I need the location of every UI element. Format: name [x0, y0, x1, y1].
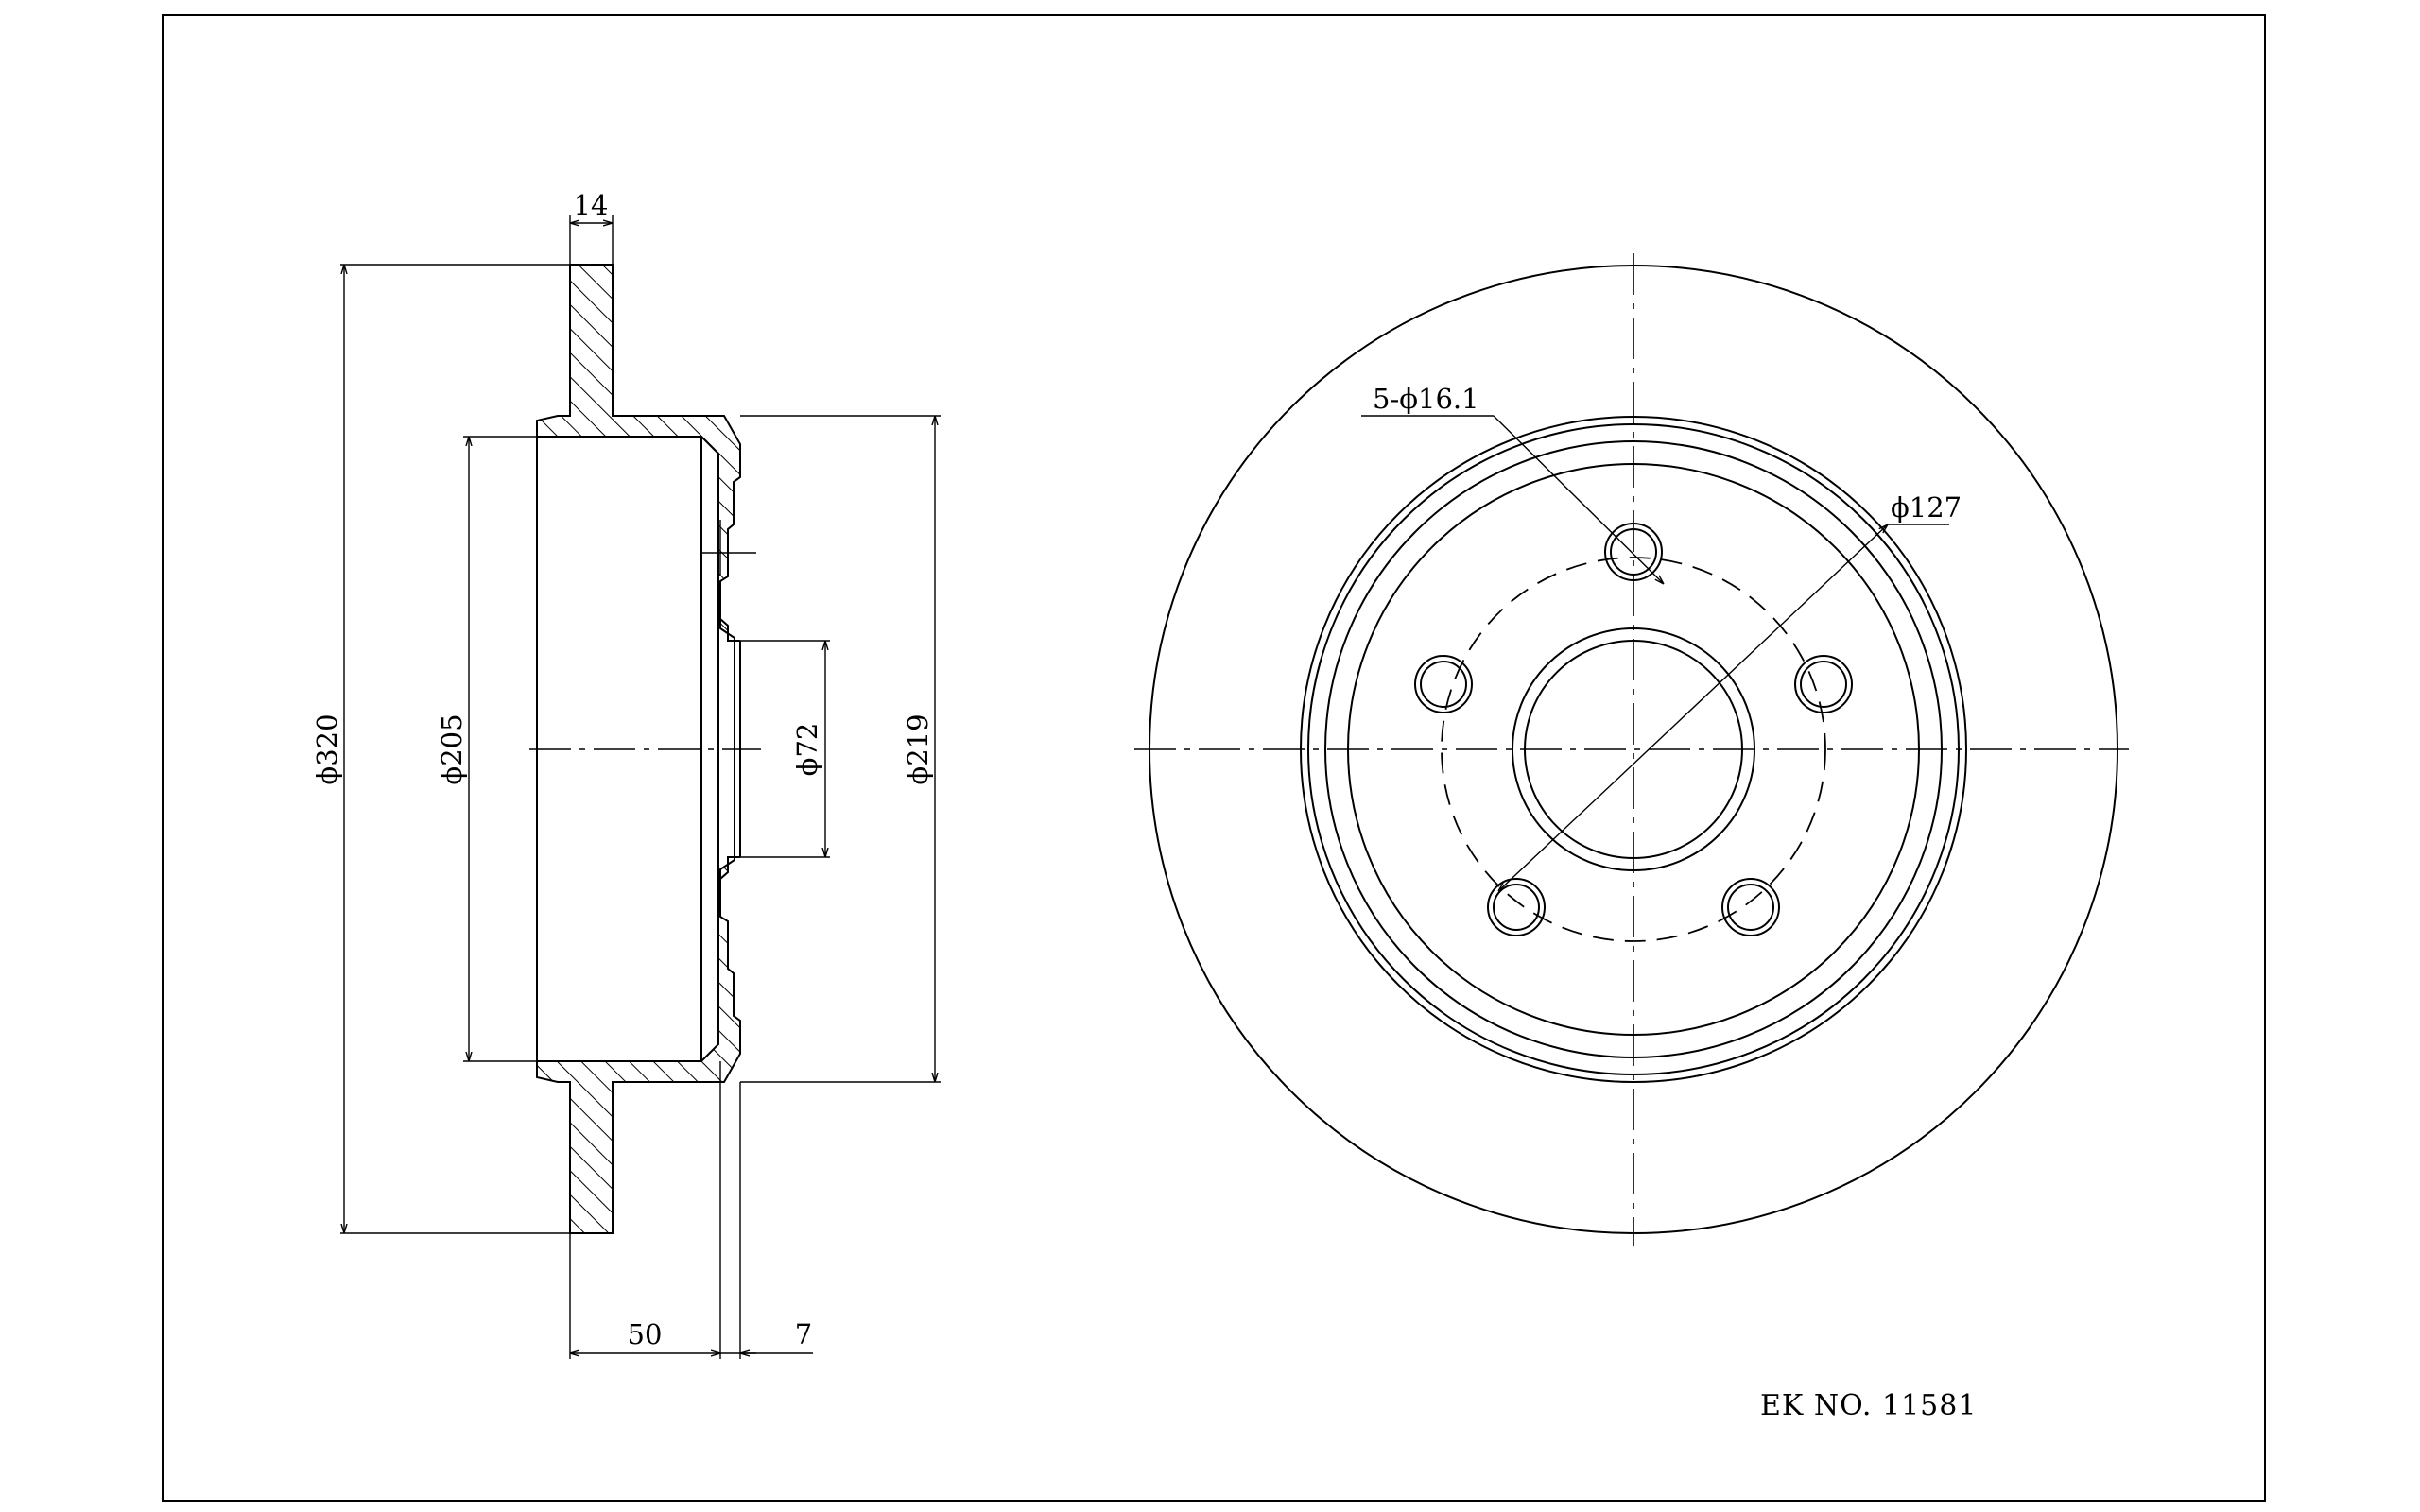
bolt-hole-5	[1414, 655, 1473, 713]
dim-height: 50	[628, 1318, 663, 1350]
side-section-view: 14 ϕ320 ϕ205 ϕ72 ϕ219 50 7	[311, 189, 941, 1359]
section-hatch-upper	[536, 264, 741, 642]
bolt-hole-4	[1487, 878, 1546, 936]
dim-hat-diameter: ϕ219	[902, 713, 934, 784]
bolt-hole-2	[1794, 655, 1853, 713]
dim-inner-diameter: ϕ205	[436, 713, 468, 784]
dim-thickness: 14	[574, 189, 609, 221]
part-number: EK NO. 11581	[1760, 1389, 1977, 1422]
dim-outer-diameter: ϕ320	[311, 713, 343, 784]
label-bolt-circle: ϕ127	[1891, 491, 1962, 524]
section-hatch-lower	[536, 856, 741, 1234]
dim-center-bore: ϕ72	[791, 723, 823, 777]
label-bolt-holes: 5-ϕ16.1	[1373, 383, 1479, 415]
leader-bolt-circle	[1498, 524, 1888, 891]
bolt-hole-3	[1721, 878, 1780, 936]
dim-hat-thickness: 7	[795, 1318, 812, 1350]
front-view: 5-ϕ16.1 ϕ127	[1134, 253, 2129, 1246]
drawing-frame	[162, 14, 2266, 1502]
